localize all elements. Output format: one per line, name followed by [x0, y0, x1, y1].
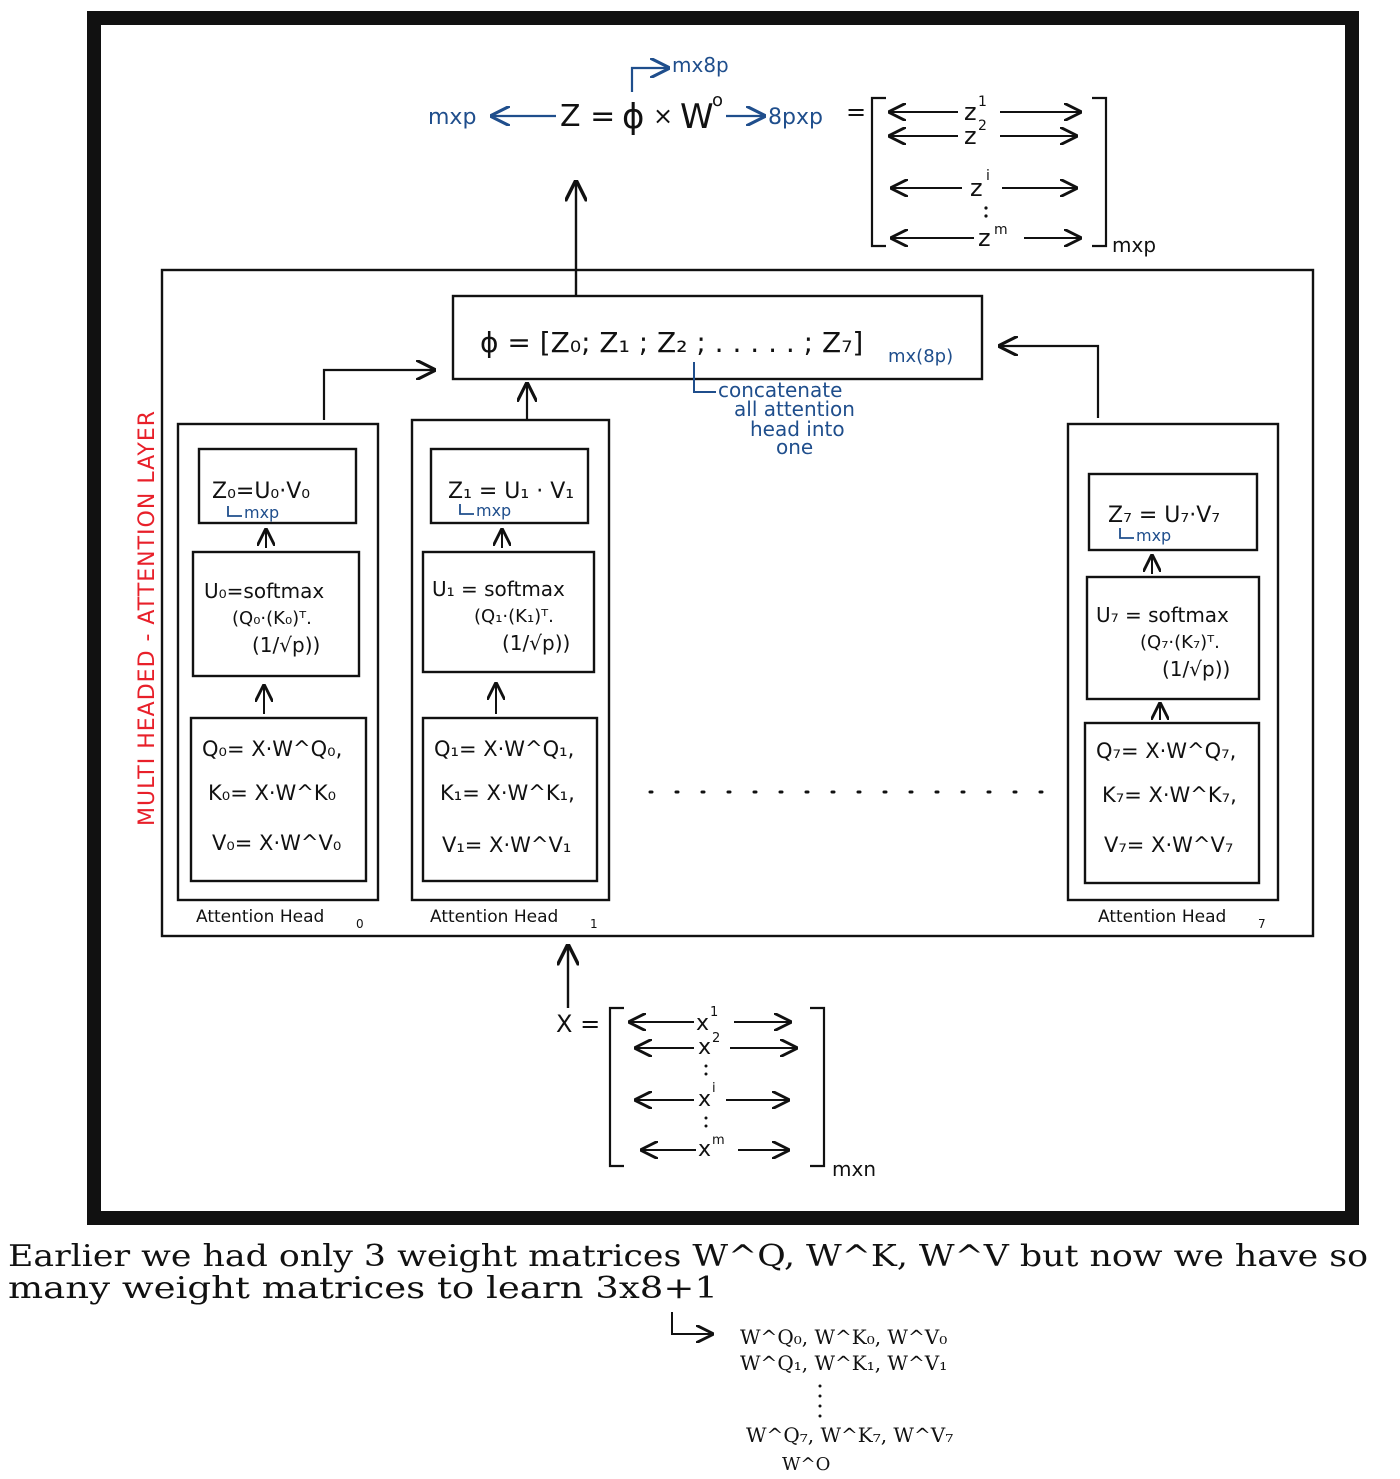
head-7-u-box [1085, 575, 1261, 701]
head-0-label: Attention Head [196, 907, 324, 927]
head-1-u-line-1: U₁ = softmax [432, 577, 565, 601]
mx8p-label: mx8p [672, 53, 729, 77]
svg-text:7: 7 [1258, 917, 1266, 931]
footer-list-4: W^O [782, 1454, 830, 1475]
head-0-z-eq: Z₀=U₀·V₀ [212, 479, 310, 504]
head-1-u-line-3: (1/√p)) [502, 631, 570, 655]
head-0-k: K₀= X·W^K₀ [208, 781, 336, 805]
head-1-z-eq: Z₁ = U₁ · V₁ [448, 479, 574, 504]
head-7-v: V₇= X·W^V₇ [1104, 833, 1233, 857]
head-1-z-box [429, 447, 590, 525]
attention-head-7: Z₇ = U₇·V₇ mxp U₇ = softmax (Q₇·(K₇)ᵀ. (… [1066, 422, 1280, 931]
footer-line-2: many weight matrices to learn 3x8+1 [8, 1271, 718, 1306]
x-row-i: x [698, 1087, 711, 1112]
svg-text:2: 2 [978, 118, 987, 134]
z-row-m: z [978, 224, 991, 252]
head-1-u-line-2: (Q₁·(K₁)ᵀ. [474, 606, 554, 627]
svg-text:m: m [712, 1133, 725, 1148]
concat-box [451, 294, 984, 381]
svg-text:2: 2 [712, 1031, 720, 1046]
head-0-z-box [197, 447, 358, 525]
output-equation: mxp Z = ϕ × W o mx8p 8pxp = [428, 53, 866, 137]
head-7-u-line-2: (Q₇·(K₇)ᵀ. [1140, 632, 1220, 653]
footer-list-2: W^Q₁, W^K₁, W^V₁ [740, 1351, 947, 1375]
head-7-z-dim: mxp [1136, 526, 1171, 545]
svg-text:i: i [986, 168, 990, 184]
head-7-z-box [1087, 472, 1259, 552]
svg-text:1: 1 [590, 917, 598, 931]
head-7-u-line-1: U₇ = softmax [1096, 603, 1229, 627]
concat-note-2: all attention [734, 397, 855, 421]
head-0-z-dim: mxp [244, 503, 279, 522]
svg-text:0: 0 [356, 917, 364, 931]
head-1-v: V₁= X·W^V₁ [442, 833, 571, 857]
z-row-i: z [970, 174, 983, 202]
footer-line-1: Earlier we had only 3 weight matrices W^… [8, 1239, 1368, 1274]
head-7-k: K₇= X·W^K₇, [1102, 783, 1237, 807]
svg-text:i: i [712, 1081, 716, 1096]
footer-list-1: W^Q₀, W^K₀, W^V₀ [740, 1325, 947, 1349]
phi-symbol: ϕ [622, 97, 644, 137]
equals-sign: = [846, 98, 866, 126]
concat-note-3: head into [750, 417, 845, 441]
head-0-q: Q₀= X·W^Q₀, [202, 737, 342, 761]
attention-head-0: Z₀=U₀·V₀ mxp U₀=softmax (Q₀·(K₀)ᵀ. (1/√p… [176, 422, 380, 931]
x-row-2: x [698, 1035, 711, 1060]
wo-symbol: W [680, 97, 714, 137]
concat-dim: mx(8p) [888, 346, 953, 367]
z-row-2: z [964, 122, 977, 150]
x-row-m: x [698, 1137, 711, 1162]
x-matrix: X = mxn x 1 x 2 x i x m [556, 1005, 876, 1181]
x-row-1: x [696, 1011, 709, 1036]
footer-list-3: W^Q₇, W^K₇, W^V₇ [746, 1423, 953, 1447]
head-0-u-line-1: U₀=softmax [204, 579, 324, 603]
svg-text:1: 1 [978, 94, 987, 110]
head-0-qkv-box [189, 716, 368, 883]
wo-superscript: o [712, 90, 723, 111]
head-7-label: Attention Head [1098, 907, 1226, 927]
head-7-qkv-box [1083, 721, 1261, 885]
x-label: X = [556, 1010, 600, 1038]
head-1-z-dim: mxp [476, 501, 511, 520]
svg-text:m: m [994, 222, 1008, 238]
z-matrix-dim: mxp [1112, 233, 1156, 257]
z-matrix: mxp z 1 z 2 z i z m [870, 94, 1156, 257]
layer-label: MULTI HEADED - ATTENTION LAYER [135, 410, 160, 826]
outer-frame [87, 11, 1359, 1225]
footer-note: Earlier we had only 3 weight matrices W^… [8, 1239, 1368, 1475]
head-0-u-line-2: (Q₀·(K₀)ᵀ. [232, 608, 312, 629]
head-0-v: V₀= X·W^V₀ [212, 831, 341, 855]
head-1-qkv-box [421, 716, 599, 883]
head-1-u-box [421, 550, 596, 674]
x-matrix-dim: mxn [832, 1157, 876, 1181]
z-symbol: Z = [560, 99, 615, 134]
z-row-1: z [964, 98, 977, 126]
attention-head-1: Z₁ = U₁ · V₁ mxp U₁ = softmax (Q₁·(K₁)ᵀ.… [410, 418, 611, 931]
concat-note-1: concatenate [718, 378, 842, 402]
attention-layer-box [160, 268, 1315, 938]
head-7-z-eq: Z₇ = U₇·V₇ [1108, 503, 1220, 528]
head-1-label: Attention Head [430, 907, 558, 927]
head-0-u-box [191, 550, 361, 678]
head-1-k: K₁= X·W^K₁, [440, 781, 575, 805]
head-1-q: Q₁= X·W^Q₁, [434, 737, 574, 761]
times-symbol: × [653, 102, 673, 130]
eightpxp-label: 8pxp [768, 105, 823, 130]
head-0-u-line-3: (1/√p)) [252, 633, 320, 657]
head-7-q: Q₇= X·W^Q₇, [1096, 739, 1236, 763]
mxp-label: mxp [428, 105, 476, 130]
head-7-u-line-3: (1/√p)) [1162, 657, 1230, 681]
concat-formula: ϕ = [Z₀; Z₁ ; Z₂ ; . . . . . ; Z₇] [480, 326, 863, 359]
svg-text:1: 1 [710, 1005, 718, 1020]
concat-note-4: one [776, 435, 813, 459]
